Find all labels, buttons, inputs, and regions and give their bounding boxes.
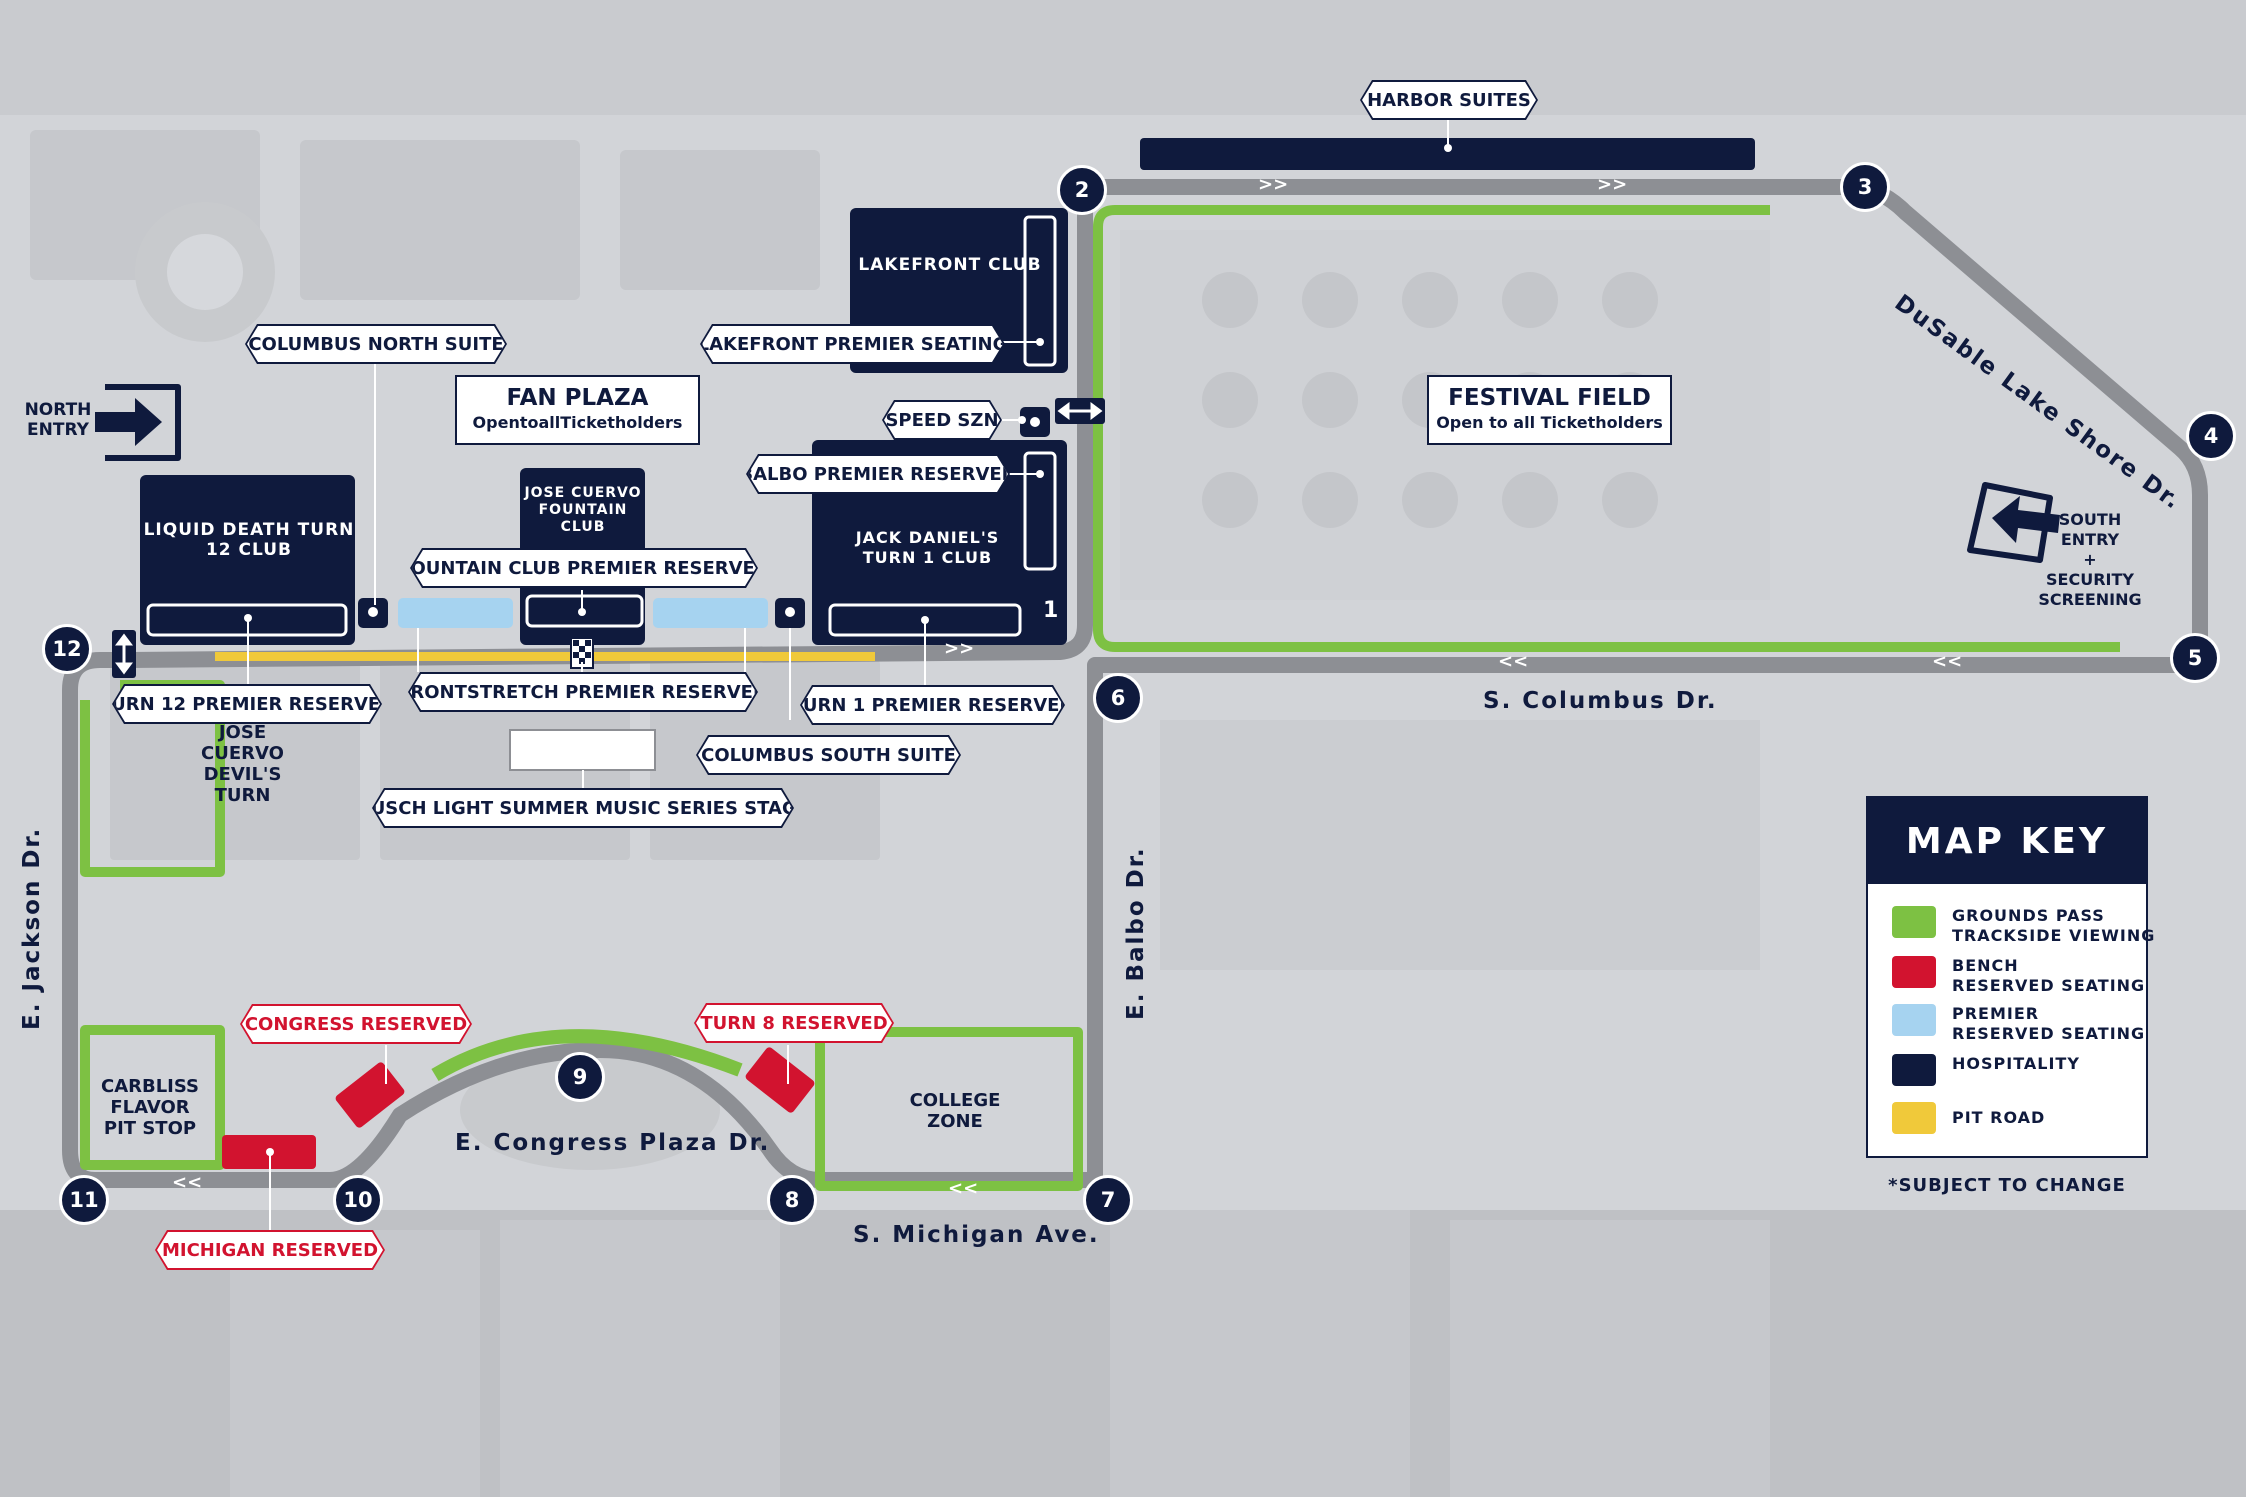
turn1-premier-tag[interactable]: TURN 1 PREMIER RESERVED [800, 685, 1065, 725]
direction-chevron: << [1932, 651, 1963, 672]
direction-chevron: << [1498, 651, 1529, 672]
direction-chevron: >> [944, 638, 975, 659]
jackson-street-label: E. Jackson Dr. [19, 826, 45, 1030]
festival-field-subtitle: Open to all Ticketholders [1436, 413, 1663, 432]
direction-chevron: << [948, 1178, 979, 1199]
columbus-north-suite-tag[interactable]: COLUMBUS NORTH SUITE [245, 324, 507, 364]
fan-plaza-box[interactable]: FAN PLAZA OpentoallTicketholders [455, 375, 700, 445]
subject-to-change-note: *SUBJECT TO CHANGE [1888, 1175, 2126, 1196]
michigan-street-label: S. Michigan Ave. [853, 1222, 1100, 1248]
devils-turn-label: JOSE CUERVO DEVIL'S TURN [201, 722, 284, 806]
turn-5-marker: 5 [2170, 633, 2220, 683]
lakefront-club-label: LAKEFRONT CLUB [858, 255, 1042, 275]
turn-6-marker: 6 [1093, 673, 1143, 723]
carbliss-pit-stop-label: CARBLISS FLAVOR PIT STOP [100, 1076, 199, 1139]
turn-11-marker: 11 [59, 1175, 109, 1225]
fan-plaza-title: FAN PLAZA [506, 385, 649, 411]
balbo-street-label: E. Balbo Dr. [1123, 846, 1149, 1020]
balbo-premier-reserved-tag[interactable]: BALBO PREMIER RESERVED [746, 454, 1010, 494]
festival-field-box[interactable]: FESTIVAL FIELD Open to all Ticketholders [1427, 375, 1672, 445]
jose-cuervo-fountain-club-label: JOSE CUERVO FOUNTAIN CLUB [524, 485, 642, 535]
busch-light-stage-tag[interactable]: BUSCH LIGHT SUMMER MUSIC SERIES STAGE [372, 788, 794, 828]
turn-8-marker: 8 [767, 1175, 817, 1225]
key-swatch [1892, 956, 1936, 988]
south-entry-label: SOUTH ENTRY + SECURITY SCREENING [2038, 510, 2142, 609]
congress-street-label: E. Congress Plaza Dr. [455, 1130, 771, 1156]
direction-chevron: >> [1597, 174, 1628, 195]
turn-7-marker: 7 [1083, 1175, 1133, 1225]
fan-plaza-subtitle: OpentoallTicketholders [472, 413, 683, 432]
turn12-premier-tag[interactable]: TURN 12 PREMIER RESERVED [112, 684, 382, 724]
turn-9-marker: 9 [555, 1052, 605, 1102]
direction-chevron: >> [1258, 174, 1289, 195]
key-swatch [1892, 1004, 1936, 1036]
frontstretch-premier-tag[interactable]: FRONTSTRETCH PREMIER RESERVED [408, 672, 758, 712]
turn-3-marker: 3 [1840, 162, 1890, 212]
jack-daniels-club-label: JACK DANIEL'S TURN 1 CLUB [855, 528, 1000, 567]
key-swatch [1892, 906, 1936, 938]
speed-szn-tag[interactable]: SPEED SZN [882, 400, 1002, 440]
turn-2-marker: 2 [1057, 165, 1107, 215]
turn-12-marker: 12 [42, 624, 92, 674]
lakefront-premier-seating-tag[interactable]: LAKEFRONT PREMIER SEATING [700, 324, 1005, 364]
college-zone-label: COLLEGE ZONE [909, 1090, 1001, 1132]
columbus-south-suite-tag[interactable]: COLUMBUS SOUTH SUITE [696, 735, 961, 775]
harbor-suites-tag[interactable]: HARBOR SUITES [1360, 80, 1538, 120]
key-swatch [1892, 1102, 1936, 1134]
liquid-death-club-label: LIQUID DEATH TURN 12 CLUB [143, 520, 355, 560]
fountain-club-premier-tag[interactable]: FOUNTAIN CLUB PREMIER RESERVED [410, 548, 758, 588]
direction-chevron: << [172, 1172, 203, 1193]
columbus-street-label: S. Columbus Dr. [1483, 688, 1718, 714]
congress-reserved-tag[interactable]: CONGRESS RESERVED [240, 1004, 472, 1044]
turn8-reserved-tag[interactable]: TURN 8 RESERVED [694, 1003, 894, 1043]
north-entry-label: NORTH ENTRY [24, 400, 92, 440]
turn-4-marker: 4 [2186, 411, 2236, 461]
map-key-title: MAP KEY [1868, 798, 2146, 884]
festival-field-title: FESTIVAL FIELD [1448, 385, 1651, 411]
turn-10-marker: 10 [333, 1175, 383, 1225]
key-swatch [1892, 1054, 1936, 1086]
turn-1-marker: 1 [1043, 598, 1059, 623]
michigan-reserved-tag[interactable]: MICHIGAN RESERVED [155, 1230, 385, 1270]
